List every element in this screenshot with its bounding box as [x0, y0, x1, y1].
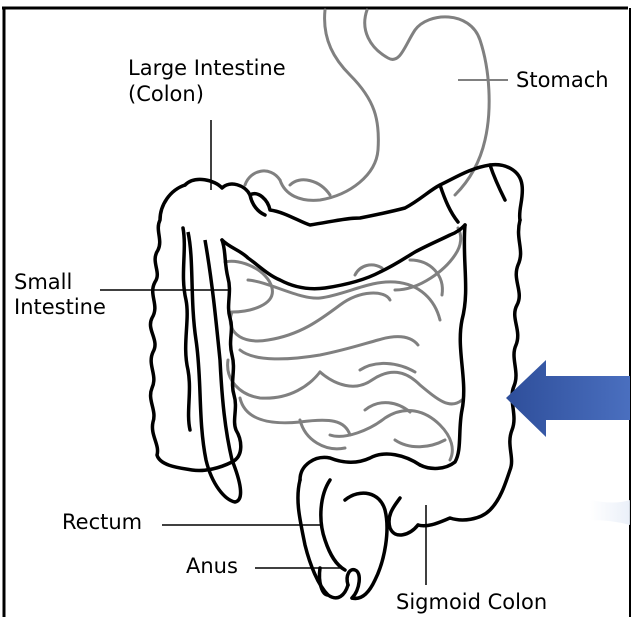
stomach-shape	[245, 10, 489, 200]
label-colon: (Colon)	[128, 82, 204, 107]
label-anus: Anus	[186, 554, 238, 579]
arrow-reflection	[590, 500, 630, 525]
label-small: Small	[14, 270, 72, 295]
label-large-intestine: Large Intestine	[128, 56, 286, 81]
label-stomach: Stomach	[516, 68, 609, 93]
small-intestine-shape	[225, 228, 462, 460]
left-arrow-icon	[506, 360, 630, 437]
leader-lines	[100, 80, 508, 585]
label-intestine: Intestine	[14, 295, 106, 320]
label-rectum: Rectum	[62, 510, 142, 535]
label-sigmoid-colon: Sigmoid Colon	[396, 590, 547, 615]
